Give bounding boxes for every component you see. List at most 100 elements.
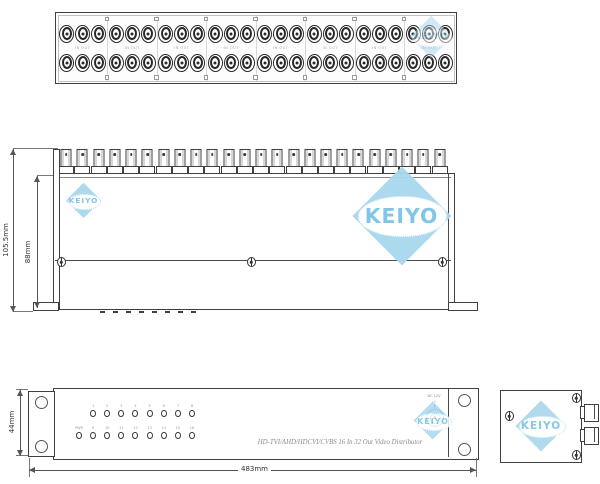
led-indicator bbox=[132, 431, 139, 439]
led-label: 13 bbox=[147, 426, 152, 430]
chassis-left-wall bbox=[52, 149, 60, 309]
front-panel-title: HD-TVI/AHD/HDCVI/CVBS 16 In 32 Out Video… bbox=[257, 439, 423, 446]
led-column: 2 bbox=[100, 404, 114, 417]
dimension-label-inner-height: 88mm bbox=[24, 240, 32, 264]
dimension-label-outer-height: 105.5mm bbox=[2, 223, 10, 257]
bnc-group: IN OUT bbox=[257, 15, 307, 81]
bnc-connector-side bbox=[317, 149, 334, 174]
bnc-connector-top bbox=[223, 24, 239, 43]
bnc-group: IN OUT bbox=[158, 15, 208, 81]
dimension-line-44 bbox=[17, 390, 23, 456]
led-indicator bbox=[174, 431, 181, 439]
led-column: 12 bbox=[128, 426, 142, 439]
bnc-connector-top bbox=[140, 24, 156, 43]
led-indicator bbox=[146, 431, 153, 439]
led-column: 16 bbox=[185, 426, 199, 439]
bnc-group-label: IN OUT bbox=[223, 46, 239, 50]
bnc-group-label: IN OUT bbox=[174, 46, 190, 50]
dimension-label-width: 483mm bbox=[238, 465, 271, 473]
bnc-connector-top bbox=[306, 53, 322, 72]
bnc-row bbox=[158, 53, 207, 72]
bnc-row bbox=[257, 53, 306, 72]
screw-icon bbox=[571, 393, 581, 403]
bnc-group: IN OUT bbox=[59, 15, 109, 81]
bnc-connector-top bbox=[91, 53, 107, 72]
bnc-group-label: IN OUT bbox=[124, 46, 140, 50]
bnc-row bbox=[207, 53, 256, 72]
bnc-connector-top bbox=[190, 53, 206, 72]
bnc-row bbox=[158, 24, 207, 43]
led-indicator bbox=[174, 409, 181, 417]
bnc-connector-side bbox=[106, 149, 123, 174]
bnc-row bbox=[257, 24, 306, 43]
keiyo-logo: KEIYO bbox=[413, 401, 453, 441]
bnc-connector-top bbox=[356, 24, 372, 43]
bnc-connector-top bbox=[108, 24, 124, 43]
bnc-connector-top bbox=[59, 53, 75, 72]
bnc-connector-top bbox=[174, 53, 190, 72]
led-label: PWR bbox=[75, 426, 84, 430]
bnc-connector-top bbox=[91, 24, 107, 43]
led-label: 7 bbox=[176, 404, 179, 408]
led-column: 4 bbox=[128, 404, 142, 417]
bnc-connector-side bbox=[123, 149, 140, 174]
bnc-connector-top bbox=[124, 24, 140, 43]
dimension-line-88 bbox=[34, 176, 40, 308]
led-indicator bbox=[118, 431, 125, 439]
extension-line bbox=[16, 389, 28, 390]
keiyo-logo: KEIYO bbox=[515, 400, 567, 452]
led-label: 12 bbox=[133, 426, 138, 430]
bnc-connector-top bbox=[322, 53, 338, 72]
led-label: 14 bbox=[161, 426, 166, 430]
bnc-connector-top bbox=[356, 53, 372, 72]
bnc-connector-top bbox=[158, 24, 174, 43]
rear-panel-inner-border bbox=[57, 14, 455, 82]
chassis-right-wall-line bbox=[448, 174, 449, 307]
bnc-connector-side bbox=[155, 149, 172, 174]
front-panel bbox=[53, 388, 479, 460]
bnc-group-label: IN OUT bbox=[273, 46, 289, 50]
keiyo-oval bbox=[357, 196, 448, 237]
led-indicator bbox=[146, 409, 153, 417]
led-column: PWR bbox=[72, 426, 86, 439]
bnc-connector-side bbox=[301, 149, 318, 174]
keiyo-oval bbox=[412, 28, 452, 48]
led-column: 6 bbox=[157, 404, 171, 417]
bnc-row bbox=[356, 24, 405, 43]
led-label: 2 bbox=[106, 404, 109, 408]
bnc-group: IN OUT bbox=[108, 15, 158, 81]
vent-dash bbox=[139, 311, 144, 313]
keiyo-logo-text: KEIYO bbox=[413, 32, 449, 42]
ear-screw-hole bbox=[457, 393, 471, 407]
led-indicator bbox=[104, 431, 111, 439]
bnc-groups-container: IN OUT IN OUT IN OUT IN OUT IN OUT IN OUT IN O… bbox=[59, 15, 454, 81]
bnc-connector-top bbox=[108, 53, 124, 72]
led-indicator bbox=[160, 409, 167, 417]
rear-panel-top-view: IN OUT IN OUT IN OUT IN OUT IN OUT IN OUT IN O… bbox=[55, 12, 457, 84]
led-indicator bbox=[118, 409, 125, 417]
led-label: 1 bbox=[91, 404, 95, 408]
bnc-connector-top bbox=[388, 53, 404, 72]
ear-screw-hole bbox=[34, 439, 48, 453]
bnc-connector-side bbox=[171, 149, 188, 174]
vent-dash bbox=[126, 311, 131, 313]
screw-icon bbox=[246, 257, 256, 267]
led-column: 7 bbox=[171, 404, 185, 417]
bnc-row bbox=[207, 24, 256, 43]
bnc-connector-side bbox=[188, 149, 205, 174]
keiyo-oval bbox=[518, 416, 566, 438]
led-label: 8 bbox=[190, 404, 194, 408]
led-label: 11 bbox=[119, 426, 124, 430]
bnc-group-label: IN OUT bbox=[322, 46, 338, 50]
screw-icon bbox=[437, 257, 447, 267]
bnc-group-label: IN OUT bbox=[372, 46, 388, 50]
led-label: 6 bbox=[162, 404, 165, 408]
led-column: 3 bbox=[114, 404, 128, 417]
bnc-connector-top bbox=[239, 53, 255, 72]
led-column: 5 bbox=[143, 404, 157, 417]
bnc-connector-side bbox=[90, 149, 107, 174]
bnc-connector-side bbox=[269, 149, 286, 174]
bnc-row bbox=[108, 24, 157, 43]
vent-dash bbox=[165, 311, 170, 313]
vent-dash bbox=[100, 311, 105, 313]
